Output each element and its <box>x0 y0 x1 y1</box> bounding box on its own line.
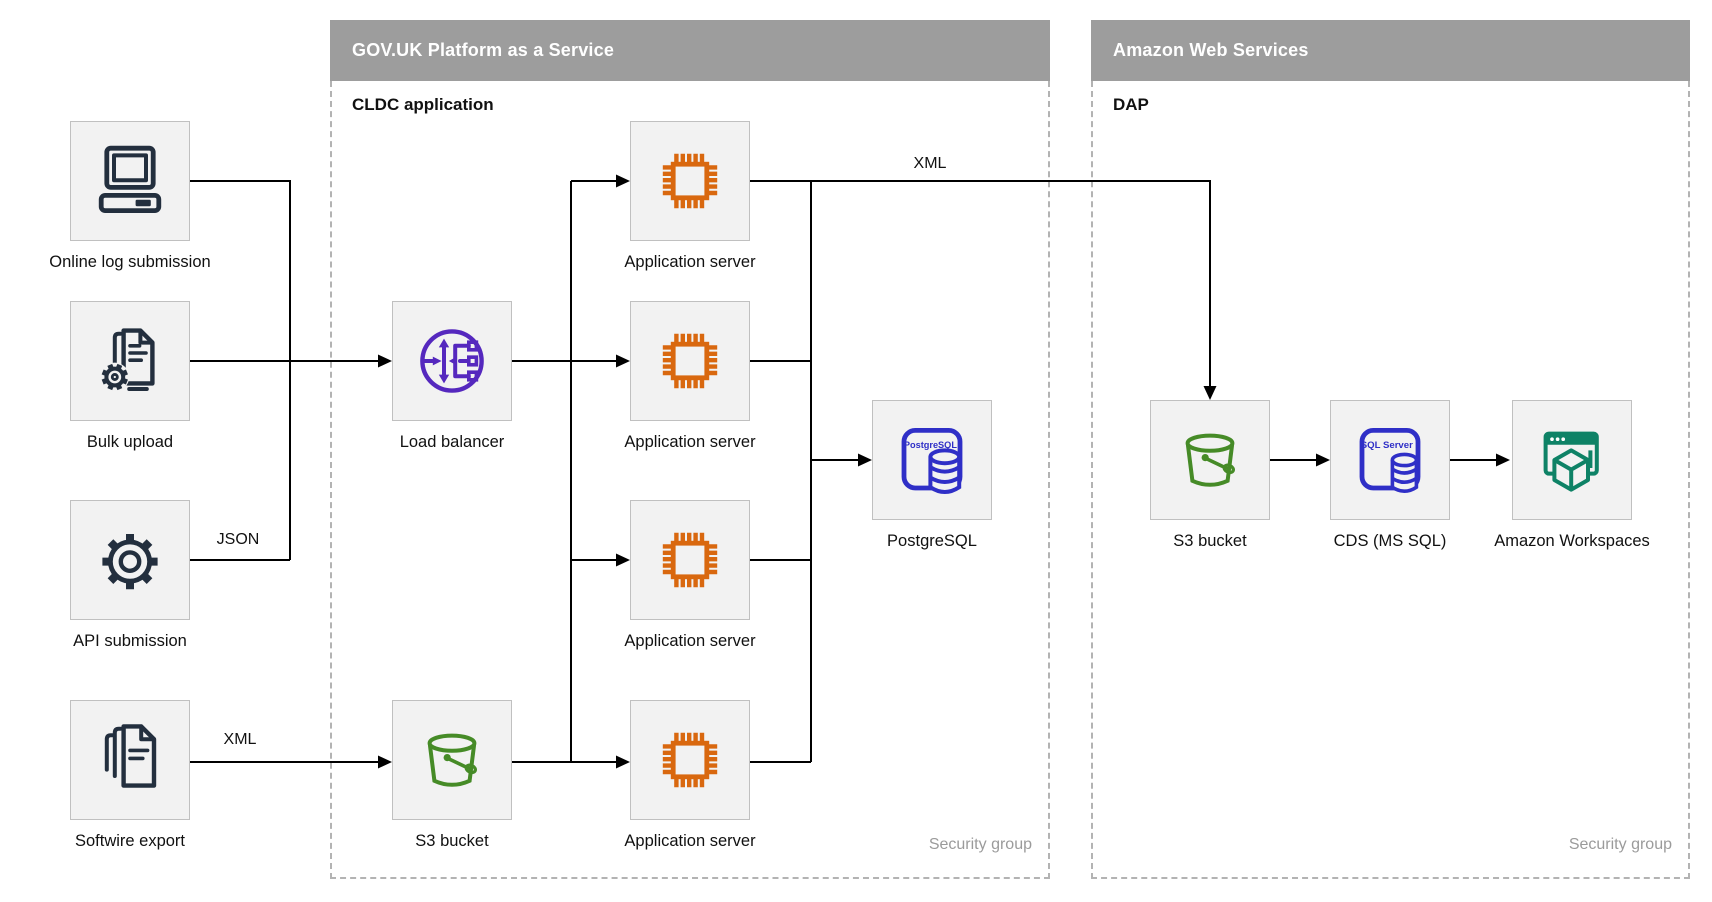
node-label-s3-bucket-paas: S3 bucket <box>415 832 489 850</box>
node-label-postgresql: PostgreSQL <box>887 532 977 550</box>
node-app-server-1 <box>630 121 750 241</box>
svg-text:PostgreSQL: PostgreSQL <box>904 440 957 450</box>
node-app-server-4 <box>630 700 750 820</box>
node-label-app-server-4: Application server <box>624 832 756 850</box>
node-label-app-server-2: Application server <box>624 433 756 451</box>
documents-icon <box>90 720 170 800</box>
edge-json-label: JSON <box>216 531 260 548</box>
node-online-log-submission <box>70 121 190 241</box>
node-label-bulk-upload: Bulk upload <box>86 433 174 451</box>
gear-icon <box>90 520 170 600</box>
s3-bucket-icon <box>412 720 492 800</box>
node-label-app-server-1: Application server <box>624 253 756 271</box>
node-bulk-upload <box>70 301 190 421</box>
aws-security-group-label: Security group <box>1568 836 1672 853</box>
chip-icon <box>650 141 730 221</box>
container-govuk-paas <box>330 81 1050 879</box>
document-gear-icon <box>90 321 170 401</box>
node-label-app-server-3: Application server <box>624 632 756 650</box>
s3-bucket-icon <box>1170 420 1250 500</box>
node-amazon-workspaces <box>1512 400 1632 520</box>
chip-icon <box>650 520 730 600</box>
sql-server-icon: SQL Server <box>1350 420 1430 500</box>
govuk-security-group-label: Security group <box>928 836 1032 853</box>
node-app-server-2 <box>630 301 750 421</box>
computer-icon <box>90 141 170 221</box>
container-aws-title: Amazon Web Services <box>1113 40 1309 60</box>
node-softwire-export <box>70 700 190 820</box>
container-aws-header: Amazon Web Services <box>1091 20 1690 81</box>
container-govuk-paas-header: GOV.UK Platform as a Service <box>330 20 1050 81</box>
node-load-balancer <box>392 301 512 421</box>
container-aws <box>1091 81 1690 879</box>
node-label-s3-bucket-aws: S3 bucket <box>1173 532 1247 550</box>
svg-text:SQL Server: SQL Server <box>1361 440 1413 451</box>
node-app-server-3 <box>630 500 750 620</box>
node-label-api-submission: API submission <box>73 632 187 650</box>
node-s3-bucket-aws <box>1150 400 1270 520</box>
node-label-softwire-export: Softwire export <box>74 832 186 850</box>
node-api-submission <box>70 500 190 620</box>
node-cds: SQL Server <box>1330 400 1450 520</box>
edge-xml-to-aws-label: XML <box>913 155 947 172</box>
load-balancer-icon <box>412 321 492 401</box>
node-label-online-log-submission: Online log submission <box>49 253 211 271</box>
container-govuk-paas-sublabel: CLDC application <box>352 95 494 114</box>
chip-icon <box>650 321 730 401</box>
postgresql-icon: PostgreSQL <box>892 420 972 500</box>
node-label-cds: CDS (MS SQL) <box>1333 532 1447 550</box>
container-govuk-paas-title: GOV.UK Platform as a Service <box>352 40 615 60</box>
chip-icon <box>650 720 730 800</box>
workspaces-icon <box>1532 420 1612 500</box>
node-label-load-balancer: Load balancer <box>399 433 505 451</box>
edge-xml-softwire-label: XML <box>223 731 257 748</box>
node-postgresql: PostgreSQL <box>872 400 992 520</box>
container-aws-sublabel: DAP <box>1113 95 1149 114</box>
node-label-amazon-workspaces: Amazon Workspaces <box>1494 532 1650 550</box>
node-s3-bucket-paas <box>392 700 512 820</box>
